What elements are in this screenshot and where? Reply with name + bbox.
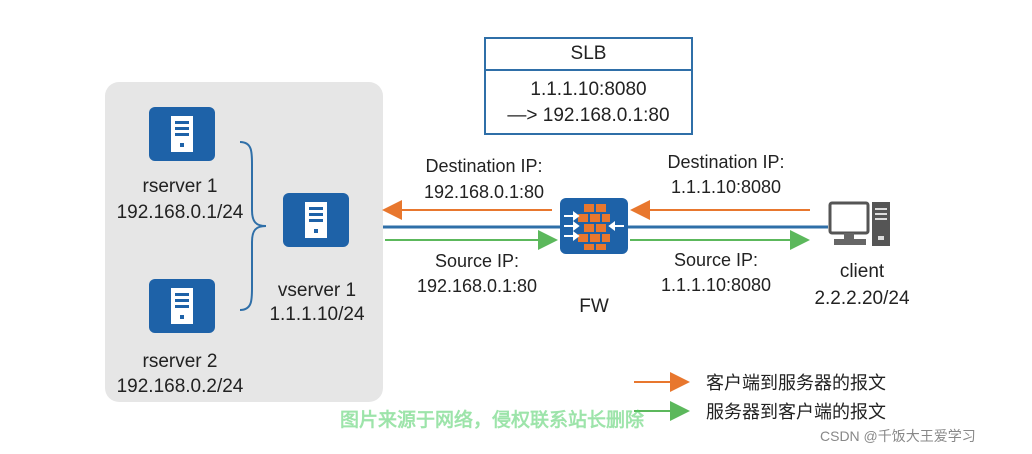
server-group-brace	[239, 141, 267, 311]
left-dest-label: Destination IP:	[425, 156, 543, 176]
rserver1-name: rserver 1	[142, 176, 218, 197]
watermark-text: 图片来源于网络，侵权联系站长删除	[340, 410, 645, 431]
vserver-ip: 1.1.1.10/24	[269, 304, 365, 325]
slb-rule-box: SLB 1.1.1.10:8080 —> 192.168.0.1:80	[484, 37, 693, 135]
slb-rule-line1: 1.1.1.10:8080	[530, 79, 647, 100]
left-dest-value: 192.168.0.1:80	[423, 182, 545, 202]
left-src-value: 192.168.0.1:80	[416, 276, 538, 296]
client-ip: 2.2.2.20/24	[814, 288, 910, 309]
firewall-label: FW	[579, 296, 609, 317]
legend-response-label: 服务器到客户端的报文	[706, 402, 886, 422]
right-dest-value: 1.1.1.10:8080	[670, 177, 782, 197]
slb-title: SLB	[486, 39, 691, 71]
vserver-name: vserver 1	[277, 280, 357, 301]
client-computer-icon	[828, 201, 890, 246]
slb-rule-line2: —> 192.168.0.1:80	[507, 105, 670, 126]
firewall-icon	[560, 198, 628, 254]
left-src-label: Source IP:	[434, 251, 520, 271]
right-dest-label: Destination IP:	[667, 152, 785, 172]
right-src-label: Source IP:	[673, 250, 759, 270]
client-name: client	[839, 261, 885, 282]
rserver1-ip: 192.168.0.1/24	[116, 202, 244, 223]
vserver-icon	[283, 193, 349, 247]
right-src-value: 1.1.1.10:8080	[660, 275, 772, 295]
rserver2-ip: 192.168.0.2/24	[116, 376, 244, 397]
legend-request-label: 客户端到服务器的报文	[706, 373, 886, 393]
rserver2-icon	[149, 279, 215, 333]
rserver2-name: rserver 2	[142, 351, 218, 372]
csdn-credit: CSDN @千饭大王爱学习	[820, 428, 976, 444]
rserver1-icon	[149, 107, 215, 161]
